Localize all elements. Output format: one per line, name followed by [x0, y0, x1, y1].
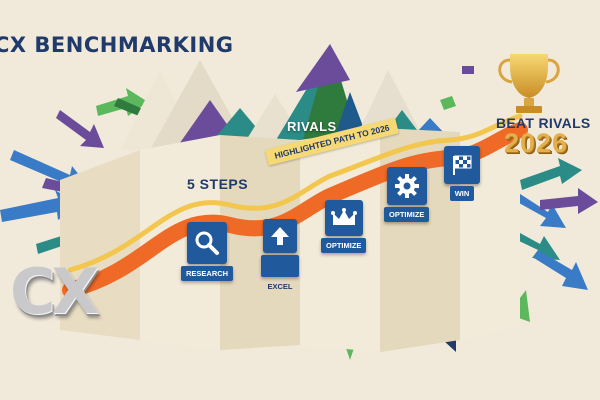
trophy-icon [498, 54, 560, 113]
magnifier-icon [195, 231, 220, 255]
step-icon-box [444, 146, 480, 184]
up-arrow-icon [271, 227, 289, 245]
arrow-shape [510, 190, 566, 228]
cx-logo: CX [10, 255, 99, 328]
step-label: OPTIMIZE [321, 238, 367, 253]
year-label: 2026 [504, 128, 569, 158]
checkered-flag-icon [453, 155, 472, 175]
arrow-shape [440, 96, 456, 110]
arrow-shape [534, 250, 588, 290]
page-title: CX BENCHMARKING [0, 33, 234, 57]
folded-map [60, 120, 520, 352]
step-excel: EXCEL [261, 219, 299, 294]
step-label: EXCEL [267, 282, 293, 291]
step-optimize-gear: OPTIMIZE [384, 167, 430, 222]
step-label: WIN [449, 186, 475, 201]
step-icon-box [263, 219, 297, 253]
arrow-shape [520, 158, 582, 190]
arrow-shape [540, 188, 598, 214]
steps-label: 5 STEPS [187, 176, 249, 192]
gear-icon [394, 174, 419, 198]
step-label: RESEARCH [181, 266, 234, 281]
step-optimize-crown: OPTIMIZE [321, 200, 367, 253]
step-win: WIN [444, 146, 480, 201]
step-label: OPTIMIZE [384, 207, 430, 222]
step-icon-box [187, 222, 228, 264]
arrow-shape [56, 110, 104, 148]
step-research: RESEARCH [181, 222, 234, 281]
step-platform [261, 255, 299, 277]
arrow-shape [462, 66, 474, 74]
step-icon-box [324, 200, 363, 236]
rivals-label: RIVALS [287, 119, 337, 134]
crown-icon [330, 208, 357, 225]
beat-rivals-label: BEAT RIVALS [496, 115, 591, 131]
step-icon-box [386, 167, 427, 205]
